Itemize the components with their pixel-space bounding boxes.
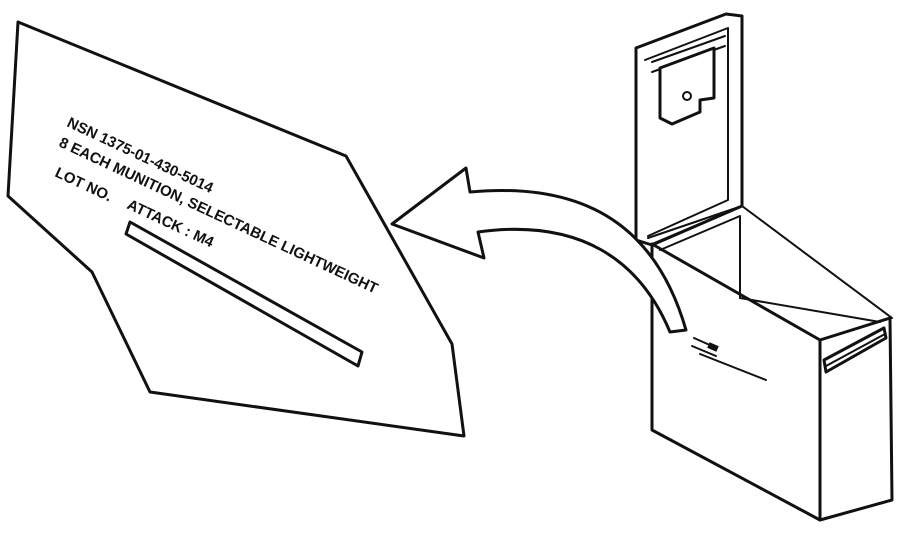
label-card — [6, 20, 466, 438]
box-front — [650, 242, 822, 522]
lot-number-field — [124, 220, 364, 368]
lid-latch-plate — [658, 46, 716, 126]
box-label-marking — [691, 337, 767, 381]
box-side — [818, 316, 894, 522]
curved-arrow-icon — [390, 166, 688, 334]
ammo-box — [634, 12, 894, 522]
